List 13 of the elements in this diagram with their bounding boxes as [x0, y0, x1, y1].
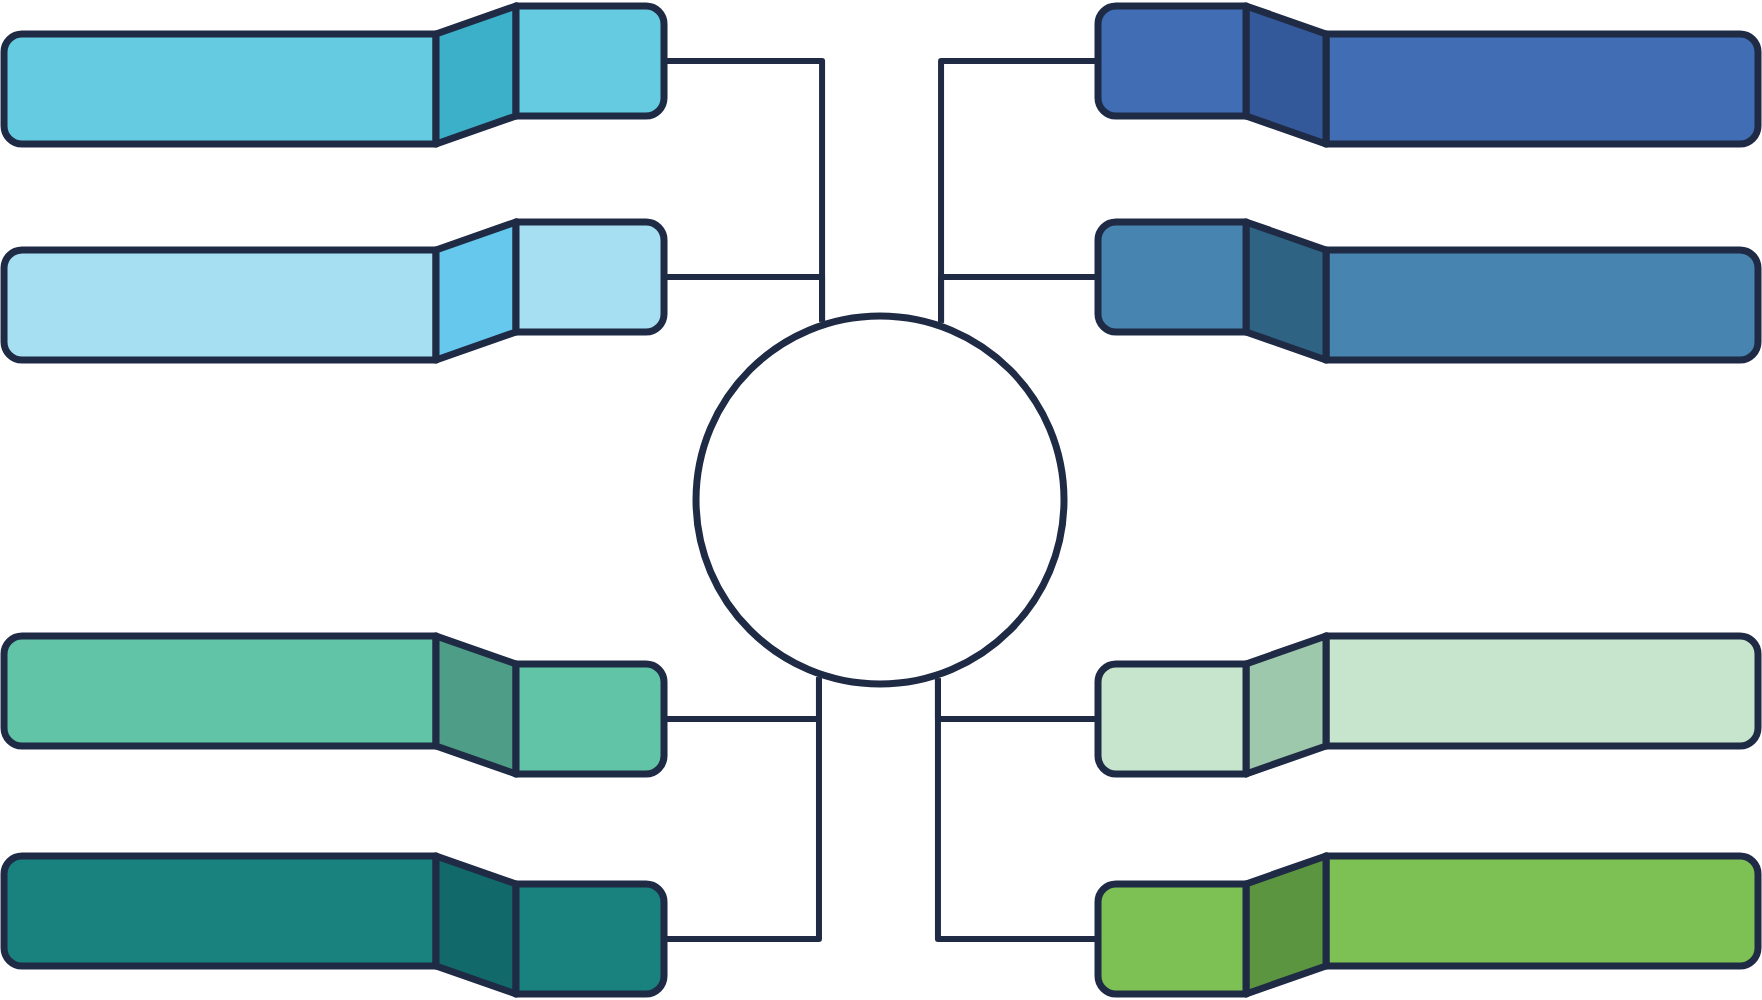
- banner: [0, 852, 668, 998]
- connector-line: [938, 273, 1098, 323]
- banner: [0, 632, 668, 778]
- banner: [1094, 852, 1762, 998]
- circle: [692, 312, 1068, 688]
- banner: [1094, 632, 1762, 778]
- banner: [1094, 2, 1762, 148]
- banner: [0, 218, 668, 364]
- connector-line: [664, 677, 822, 942]
- connector-line: [934, 678, 1098, 942]
- banner: [1094, 218, 1762, 364]
- connector-line: [664, 273, 826, 322]
- banner: [0, 2, 668, 148]
